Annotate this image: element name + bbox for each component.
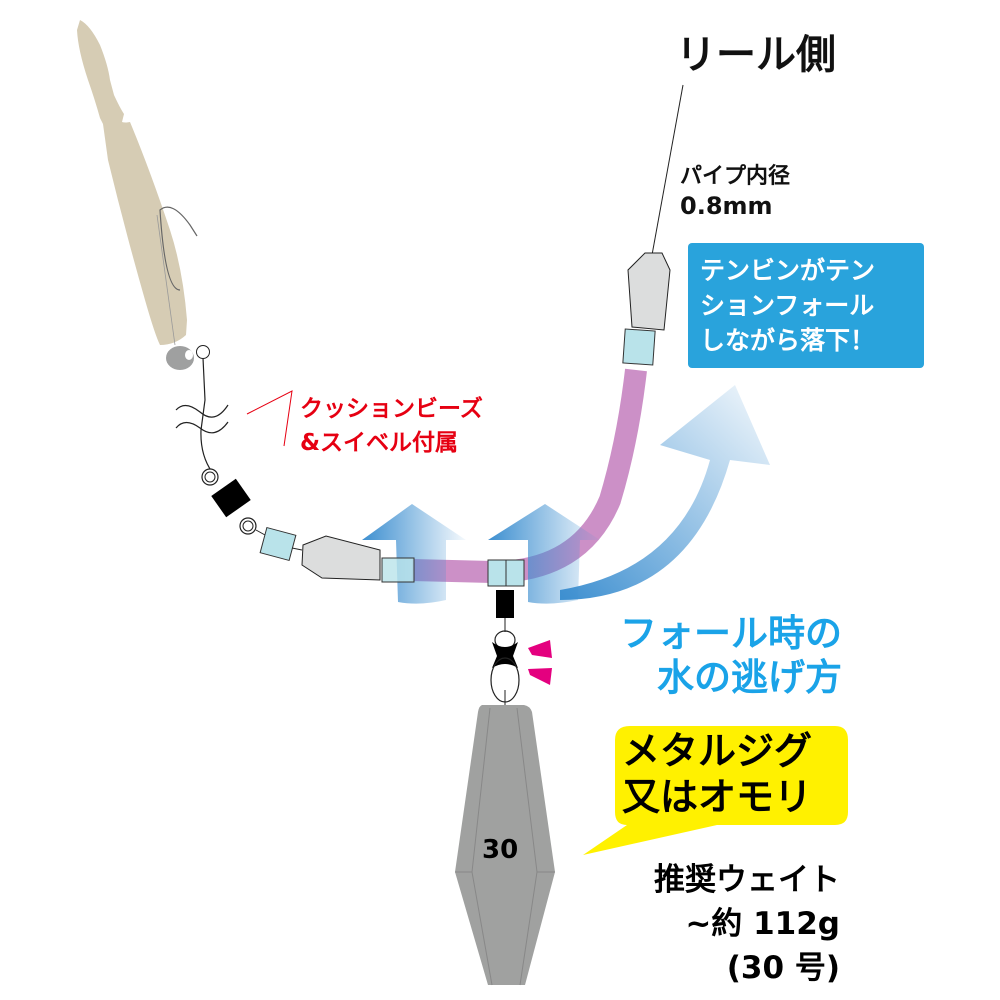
main-line: [651, 84, 684, 256]
callout-line: [246, 390, 293, 447]
weight-line: 推奨ウェイト: [654, 862, 840, 898]
jig-line: 又はオモリ: [622, 775, 813, 819]
included-line: &スイベル付属: [300, 430, 459, 456]
tension-fall-text: テンビンがテンションフォールしながら落下！: [700, 253, 875, 358]
tube-sinker: [301, 535, 381, 581]
jig-or-weight-text: メタルジグ又はオモリ: [622, 728, 812, 820]
curved-water-arrow-icon: [560, 385, 770, 600]
included-parts-text: クッションビーズ&スイベル付属: [300, 392, 483, 460]
soft-lure: [77, 20, 210, 370]
snap-swivel: [492, 642, 518, 668]
water-escape-line: フォール時の: [620, 612, 842, 655]
pipe-diameter-value: 0.8mm: [680, 192, 773, 220]
weight-line: (30 号): [726, 950, 840, 986]
water-arrow-icon: [488, 504, 600, 604]
tension-fall-line: テンビンがテン: [700, 256, 876, 285]
vibration-mark-icon: [528, 640, 552, 658]
cushion-bead: [381, 557, 415, 583]
vibration-mark-icon: [528, 668, 552, 685]
jig-line: メタルジグ: [622, 729, 813, 773]
included-line: クッションビーズ: [300, 396, 483, 422]
weight-line: ~約 112g: [685, 906, 840, 942]
sinker-number: 30: [482, 835, 519, 865]
callout-box: [688, 243, 924, 368]
hook-icon: [159, 206, 198, 291]
water-escape-line: 水の逃げ方: [657, 656, 842, 699]
swivel-block: [211, 478, 251, 518]
tension-fall-line: ションフォール: [700, 291, 875, 320]
leader-line: [200, 357, 213, 473]
sinker-weight: [455, 705, 555, 986]
water-escape-text: フォール時の水の逃げ方: [620, 612, 842, 700]
pipe-diameter-label: パイプ内径: [680, 164, 791, 189]
line-break-icon: [175, 404, 229, 434]
cushion-bead: [259, 526, 297, 562]
tension-fall-line: しながら落下！: [700, 326, 876, 355]
cushion-bead: [622, 328, 656, 366]
swivel: [496, 590, 514, 618]
top-sinker: [627, 252, 671, 331]
recommended-weight-text: 推奨ウェイト ~約 112g (30 号): [654, 858, 840, 990]
water-arrow-icon: [362, 504, 466, 604]
reel-side-label: リール側: [676, 32, 836, 78]
speech-bubble: [583, 726, 848, 855]
